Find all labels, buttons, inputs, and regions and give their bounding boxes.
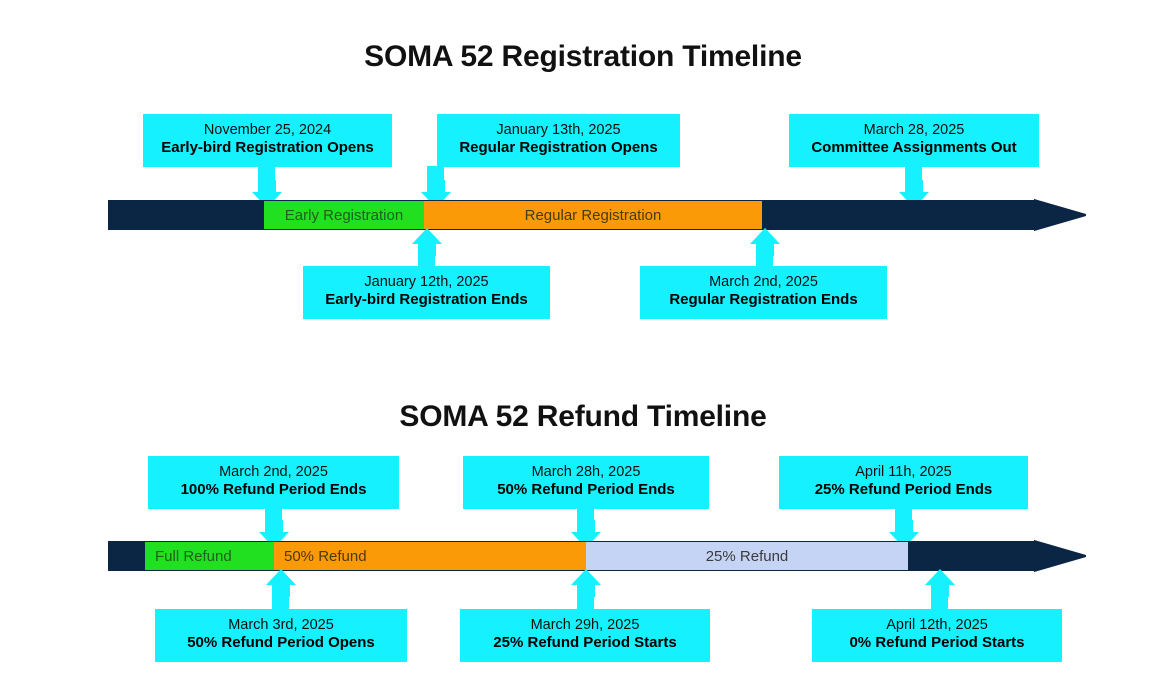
refund-timeline-title: SOMA 52 Refund Timeline <box>399 400 767 433</box>
callout-date: March 2nd, 2025 <box>219 464 328 480</box>
arrow-up-icon <box>412 228 442 256</box>
callout-date: January 13th, 2025 <box>496 122 621 138</box>
arrow-down-icon <box>259 520 289 548</box>
callout-date: March 29h, 2025 <box>530 617 640 633</box>
callout-label: 50% Refund Period Opens <box>187 634 375 652</box>
connector-stem <box>577 595 594 609</box>
callout-label: 100% Refund Period Ends <box>180 481 367 499</box>
callout-label: Regular Registration Opens <box>459 139 658 157</box>
connector-stem <box>427 166 444 182</box>
segment-pre-period <box>109 201 264 229</box>
callout-label: 50% Refund Period Ends <box>497 481 675 499</box>
registration-timeline-bar: Early Registration Regular Registration <box>108 200 1037 230</box>
segment-pre-period <box>109 542 145 570</box>
callout-regular-ends: March 2nd, 2025 Regular Registration End… <box>640 266 887 319</box>
callout-label: Early-bird Registration Opens <box>161 139 374 157</box>
connector-stem <box>577 508 594 522</box>
arrow-up-icon <box>925 569 955 597</box>
segment-25-refund: 25% Refund <box>586 542 908 570</box>
arrow-down-icon <box>252 180 282 208</box>
callout-label: 0% Refund Period Starts <box>849 634 1025 652</box>
arrow-down-icon <box>899 180 929 208</box>
segment-0-refund <box>908 542 1037 570</box>
arrow-down-icon <box>421 180 451 208</box>
segment-post-period <box>762 201 1037 229</box>
connector-stem <box>905 166 922 182</box>
callout-regular-opens: January 13th, 2025 Regular Registration … <box>437 114 680 167</box>
callout-label: 25% Refund Period Starts <box>493 634 677 652</box>
connector-stem <box>258 166 275 182</box>
arrow-down-icon <box>889 520 919 548</box>
callout-label: 25% Refund Period Ends <box>814 481 993 499</box>
callout-date: March 3rd, 2025 <box>228 617 334 633</box>
callout-50-refund-opens: March 3rd, 2025 50% Refund Period Opens <box>155 609 407 662</box>
callout-date: March 2nd, 2025 <box>709 274 818 290</box>
callout-label: Regular Registration Ends <box>669 291 858 309</box>
segment-regular-registration: Regular Registration <box>424 201 762 229</box>
callout-0-refund-starts: April 12th, 2025 0% Refund Period Starts <box>812 609 1062 662</box>
refund-timeline-bar: Full Refund 50% Refund 25% Refund <box>108 541 1037 571</box>
connector-stem <box>895 508 912 522</box>
segment-early-registration: Early Registration <box>264 201 424 229</box>
segment-full-refund: Full Refund <box>145 542 274 570</box>
segment-50-refund: 50% Refund <box>274 542 586 570</box>
callout-100-refund-ends: March 2nd, 2025 100% Refund Period Ends <box>148 456 399 509</box>
connector-stem <box>756 254 773 268</box>
callout-committee-assignments: March 28, 2025 Committee Assignments Out <box>789 114 1039 167</box>
callout-50-refund-ends: March 28h, 2025 50% Refund Period Ends <box>463 456 709 509</box>
callout-date: March 28, 2025 <box>863 122 965 138</box>
timeline-arrowhead-icon <box>1034 540 1086 572</box>
connector-stem <box>418 254 435 268</box>
arrow-down-icon <box>571 520 601 548</box>
arrow-up-icon <box>750 228 780 256</box>
arrow-up-icon <box>571 569 601 597</box>
timeline-arrowhead-icon <box>1034 199 1086 231</box>
callout-date: November 25, 2024 <box>203 122 332 138</box>
callout-date: March 28h, 2025 <box>531 464 641 480</box>
callout-date: April 11h, 2025 <box>855 464 952 480</box>
callout-early-bird-opens: November 25, 2024 Early-bird Registratio… <box>143 114 392 167</box>
connector-stem <box>265 508 282 522</box>
callout-date: April 12th, 2025 <box>886 617 988 633</box>
callout-25-refund-ends: April 11h, 2025 25% Refund Period Ends <box>779 456 1028 509</box>
connector-stem <box>931 595 948 609</box>
callout-25-refund-starts: March 29h, 2025 25% Refund Period Starts <box>460 609 710 662</box>
callout-label: Committee Assignments Out <box>811 139 1017 157</box>
connector-stem <box>272 595 289 609</box>
callout-date: January 12th, 2025 <box>364 274 489 290</box>
callout-label: Early-bird Registration Ends <box>325 291 528 309</box>
arrow-up-icon <box>266 569 296 597</box>
registration-timeline-title: SOMA 52 Registration Timeline <box>364 40 802 73</box>
callout-early-bird-ends: January 12th, 2025 Early-bird Registrati… <box>303 266 550 319</box>
